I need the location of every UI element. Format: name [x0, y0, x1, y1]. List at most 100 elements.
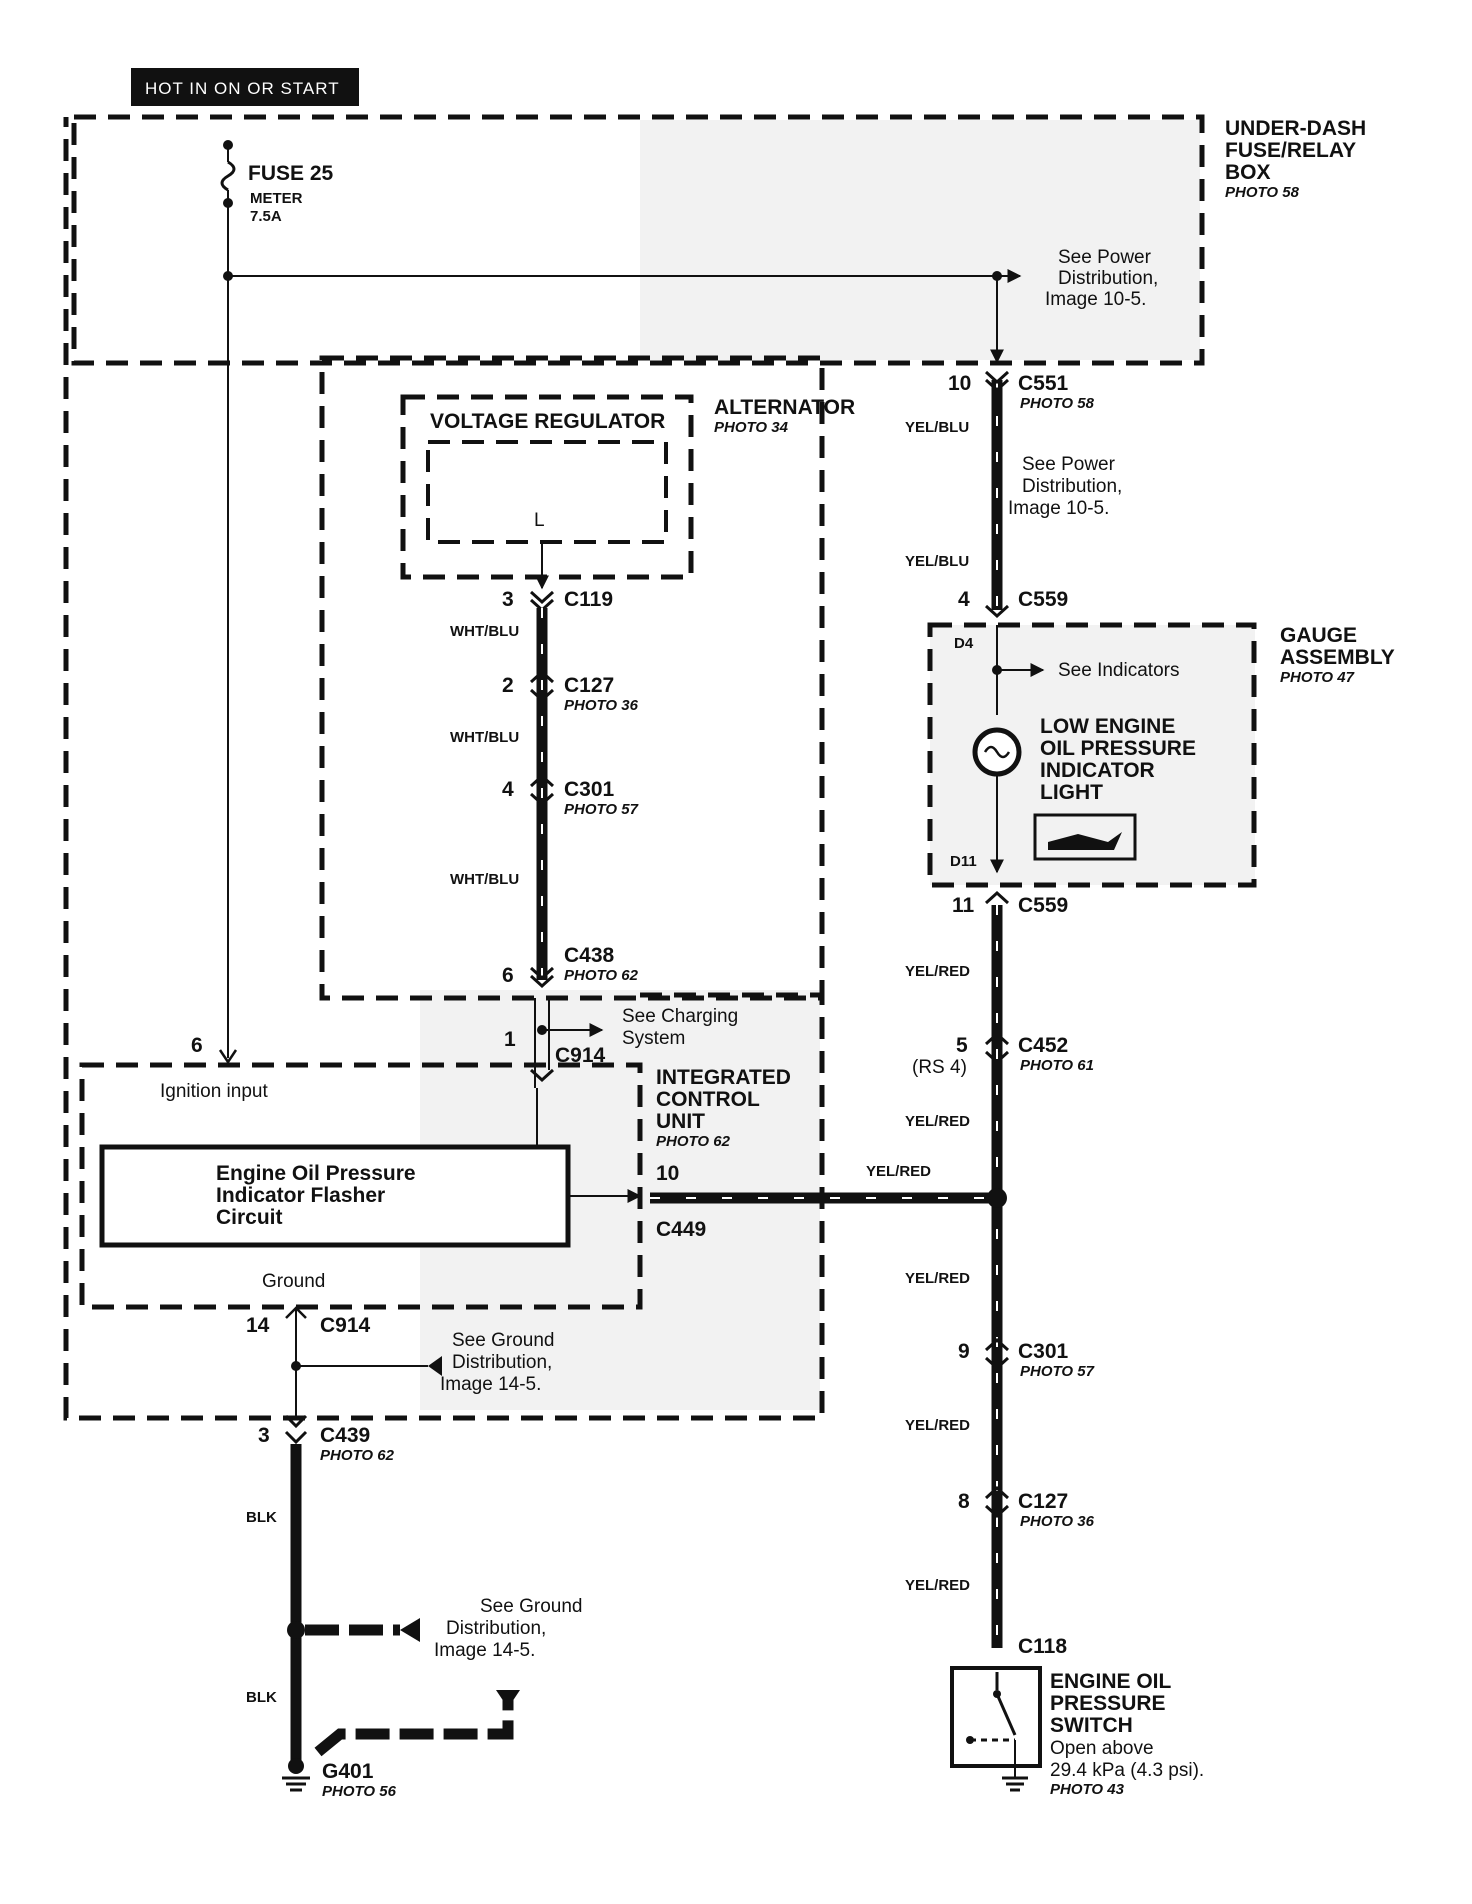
c452-alt: (RS 4)	[912, 1057, 967, 1078]
c119-name: C119	[564, 588, 613, 611]
c914a-pin: 1	[504, 1028, 516, 1051]
wire-color-yel-blu-2: YEL/BLU	[905, 553, 969, 570]
c449-pin: 10	[656, 1162, 679, 1185]
ground-return-wire	[314, 1692, 514, 1757]
gauge-assembly-outline	[927, 622, 1257, 888]
c438-pin: 6	[502, 964, 514, 987]
fuse-name: FUSE 25	[248, 162, 334, 185]
c439-photo: PHOTO 62	[320, 1447, 395, 1464]
c559b-pin: 11	[952, 894, 975, 917]
flasher-label-1: Engine Oil Pressure	[216, 1162, 416, 1185]
ground-ref-2-l3: Image 14-5.	[434, 1640, 535, 1661]
ignition-pin: 6	[191, 1034, 203, 1057]
gauge-label-2: ASSEMBLY	[1280, 646, 1395, 669]
ground-ref-2-l2: Distribution,	[446, 1618, 546, 1639]
connector-c119-symbol	[529, 590, 555, 613]
icu-photo: PHOTO 62	[656, 1133, 731, 1150]
wire-color-blk-1: BLK	[246, 1509, 277, 1526]
connector-c127b-symbol	[984, 1485, 1010, 1519]
regulator-terminal: L	[534, 510, 545, 531]
alternator-outline	[319, 355, 825, 1001]
c559a-name: C559	[1018, 588, 1068, 611]
switch-label-4: Open above	[1050, 1738, 1154, 1759]
c127b-pin: 8	[958, 1490, 970, 1513]
c301b-photo: PHOTO 57	[1020, 1363, 1095, 1380]
c301a-pin: 4	[502, 778, 514, 801]
switch-ground-icon	[1002, 1776, 1028, 1792]
c439-name: C439	[320, 1424, 370, 1447]
ground-ref-2-l1: See Ground	[480, 1596, 582, 1617]
wire-color-wht-blu-2: WHT/BLU	[450, 729, 519, 746]
regulator-inner-outline	[426, 440, 668, 544]
c452-photo: PHOTO 61	[1020, 1057, 1094, 1074]
connector-c559a-symbol	[984, 604, 1010, 619]
switch-label-5: 29.4 kPa (4.3 psi).	[1050, 1760, 1204, 1781]
fuse-box-outline	[71, 114, 1205, 366]
wire-color-yel-red-3: YEL/RED	[905, 1270, 970, 1287]
c559b-name: C559	[1018, 894, 1068, 917]
connector-c301a-symbol	[529, 773, 555, 807]
hot-banner-box	[131, 68, 359, 106]
c127a-pin: 2	[502, 674, 514, 697]
wire-color-yel-blu-1: YEL/BLU	[905, 419, 969, 436]
voltage-regulator-label: VOLTAGE REGULATOR	[430, 410, 665, 433]
power-ref-mid-2: Distribution,	[1022, 476, 1122, 497]
c449-name: C449	[656, 1218, 706, 1241]
switch-contact-icon	[995, 1693, 1017, 1736]
icu-outline	[63, 117, 825, 1421]
fuse-box-label-2: FUSE/RELAY	[1225, 139, 1356, 162]
wire-color-yel-red-2: YEL/RED	[905, 1113, 970, 1130]
c301b-pin: 9	[958, 1340, 970, 1363]
power-ref-top-1: See Power	[1058, 247, 1152, 268]
charging-ref-2: System	[622, 1028, 685, 1049]
power-ref-top-2: Distribution,	[1058, 268, 1158, 289]
c119-pin: 3	[502, 588, 514, 611]
oil-can-icon-frame	[1033, 813, 1137, 861]
oil-can-icon	[1048, 832, 1122, 850]
alternator-name: ALTERNATOR	[714, 396, 855, 419]
fuse-box-label-3: BOX	[1225, 161, 1271, 184]
wire-color-yel-red-4: YEL/RED	[905, 1417, 970, 1434]
shade-area	[640, 120, 1200, 360]
connector-c127a-symbol	[529, 669, 555, 703]
wire-color-yel-red-h: YEL/RED	[866, 1163, 931, 1180]
c551-photo: PHOTO 58	[1020, 395, 1095, 412]
ground-ref-1-l1: See Ground	[452, 1330, 554, 1351]
ground-ref-2-arrow	[400, 1618, 420, 1642]
alternator-photo: PHOTO 34	[714, 419, 789, 436]
fuse-box-label-1: UNDER-DASH	[1225, 117, 1366, 140]
connector-c439-symbol	[284, 1414, 308, 1445]
c452-pin: 5	[956, 1034, 968, 1057]
see-indicators: See Indicators	[1058, 660, 1179, 681]
icu-inner-outline	[79, 1062, 643, 1310]
power-ref-top-3: Image 10-5.	[1045, 289, 1146, 310]
light-label-1: LOW ENGINE	[1040, 715, 1175, 738]
c127b-photo: PHOTO 36	[1020, 1513, 1095, 1530]
hot-banner: HOT IN ON OR START	[145, 79, 340, 98]
c551-pin: 10	[948, 372, 971, 395]
connector-c559b-symbol	[984, 890, 1010, 905]
c439-pin: 3	[258, 1424, 270, 1447]
flasher-circuit-box	[99, 1144, 571, 1248]
fuse-box-photo: PHOTO 58	[1225, 184, 1300, 201]
c301b-name: C301	[1018, 1340, 1069, 1363]
connector-c301b-symbol	[984, 1337, 1010, 1371]
ground-icon	[282, 1776, 310, 1792]
gauge-pin-top: D4	[954, 635, 974, 652]
c559a-pin: 4	[958, 588, 970, 611]
c127b-name: C127	[1018, 1490, 1068, 1513]
gauge-photo: PHOTO 47	[1280, 669, 1355, 686]
wire-color-yel-red-5: YEL/RED	[905, 1577, 970, 1594]
g401-name: G401	[322, 1760, 374, 1783]
c118-name: C118	[1018, 1635, 1067, 1658]
power-ref-mid-3: Image 10-5.	[1008, 498, 1109, 519]
c438-name: C438	[564, 944, 615, 967]
gauge-pin-bottom: D11	[950, 853, 977, 870]
c438-photo: PHOTO 62	[564, 967, 639, 984]
fuse-icon	[220, 160, 236, 192]
icu-label-2: CONTROL	[656, 1088, 760, 1111]
c301a-photo: PHOTO 57	[564, 801, 639, 818]
c914a-name: C914	[555, 1044, 606, 1067]
flasher-label-2: Indicator Flasher	[216, 1184, 385, 1207]
